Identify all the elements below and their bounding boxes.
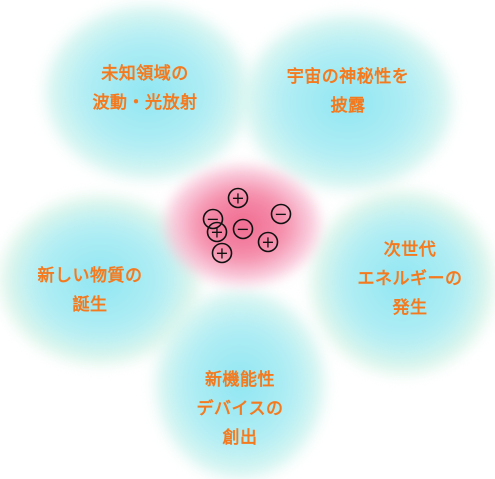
plus-charge-icon xyxy=(211,242,233,264)
charge-sign: + xyxy=(210,223,223,242)
charge-sign: − xyxy=(206,210,219,229)
charge-sign: − xyxy=(274,205,287,224)
charge-sign: + xyxy=(215,244,228,263)
petal-label-line: 創出 xyxy=(222,428,258,448)
petal-right xyxy=(310,190,495,375)
petal-label-top-left: 未知領域の 波動・光放射 xyxy=(70,60,220,118)
charge-particle: − xyxy=(270,203,292,225)
petal-label-left: 新しい物質の 誕生 xyxy=(10,262,170,320)
plasma-center xyxy=(165,165,320,285)
charge-sign: − xyxy=(236,220,249,239)
petal-label-line: 新機能性 xyxy=(205,370,275,390)
minus-charge-icon xyxy=(232,218,254,240)
minus-charge-icon xyxy=(270,203,292,225)
petal-label-line: 未知領域の xyxy=(101,64,189,84)
petal-label-right: 次世代 エネルギーの 発生 xyxy=(325,236,495,323)
petal-label-line: エネルギーの xyxy=(357,269,463,289)
petal-label-line: 次世代 xyxy=(383,240,437,260)
minus-charge-icon xyxy=(202,208,224,230)
charge-sign: + xyxy=(231,189,244,208)
petal-label-line: 発生 xyxy=(392,298,428,318)
charge-particle: − xyxy=(232,218,254,240)
plus-charge-icon xyxy=(257,231,279,253)
petal-label-line: デバイスの xyxy=(196,399,284,419)
petal-label-line: 誕生 xyxy=(72,295,108,315)
petal-top-left xyxy=(45,5,250,180)
petal-label-top-right: 宇宙の神秘性を 披露 xyxy=(263,63,433,121)
petal-label-line: 披露 xyxy=(330,96,366,116)
petal-label-bottom: 新機能性 デバイスの 創出 xyxy=(175,366,305,453)
charge-particle: + xyxy=(257,231,279,253)
petal-label-line: 宇宙の神秘性を xyxy=(286,67,410,87)
charge-particle: + xyxy=(211,242,233,264)
plus-charge-icon xyxy=(227,187,249,209)
charge-particle: + xyxy=(227,187,249,209)
charge-particle: − xyxy=(202,208,224,230)
charge-particle: + xyxy=(206,221,228,243)
petal-bottom xyxy=(155,290,325,479)
charge-sign: + xyxy=(261,233,274,252)
petal-top-right xyxy=(243,15,453,190)
petal-label-line: 新しい物質の xyxy=(37,266,143,286)
petal-label-line: 波動・光放射 xyxy=(92,93,198,113)
plus-charge-icon xyxy=(206,221,228,243)
